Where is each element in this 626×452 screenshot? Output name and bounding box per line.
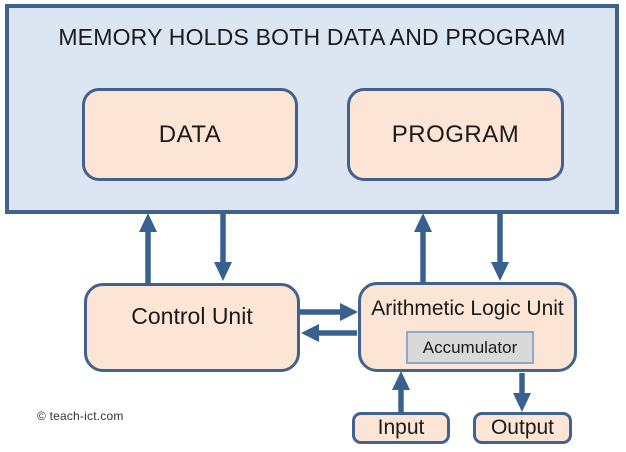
- arrow-memory-to-alu-icon: [491, 214, 509, 281]
- output-box: Output: [473, 412, 572, 444]
- arrow-control-unit-to-alu-icon: [300, 303, 358, 321]
- program-label: PROGRAM: [391, 120, 520, 148]
- accumulator-box: Accumulator: [406, 331, 534, 364]
- input-box: Input: [352, 412, 450, 444]
- memory-title: MEMORY HOLDS BOTH DATA AND PROGRAM: [58, 24, 566, 50]
- arrow-control-unit-to-memory-icon: [139, 213, 157, 283]
- arrow-alu-to-control-unit-icon: [301, 324, 357, 342]
- output-label: Output: [490, 416, 555, 439]
- arrow-alu-to-output-icon: [513, 373, 531, 412]
- alu-label: Arithmetic Logic Unit: [371, 297, 564, 320]
- accumulator-label: Accumulator: [422, 337, 518, 357]
- arrow-alu-to-memory-icon: [414, 213, 432, 282]
- data-label: DATA: [158, 120, 222, 148]
- memory-box: MEMORY HOLDS BOTH DATA AND PROGRAM DATA …: [5, 4, 619, 214]
- copyright-text: © teach-ict.com: [37, 409, 124, 423]
- control-unit-label: Control Unit: [131, 303, 253, 329]
- program-box: PROGRAM: [347, 88, 564, 181]
- arrow-memory-to-control-unit-icon: [214, 214, 232, 281]
- control-unit-box: Control Unit: [84, 283, 300, 372]
- arrow-input-to-alu-icon: [392, 371, 410, 412]
- data-box: DATA: [82, 88, 298, 181]
- alu-box: Arithmetic Logic Unit Accumulator: [358, 282, 577, 372]
- input-label: Input: [377, 416, 425, 439]
